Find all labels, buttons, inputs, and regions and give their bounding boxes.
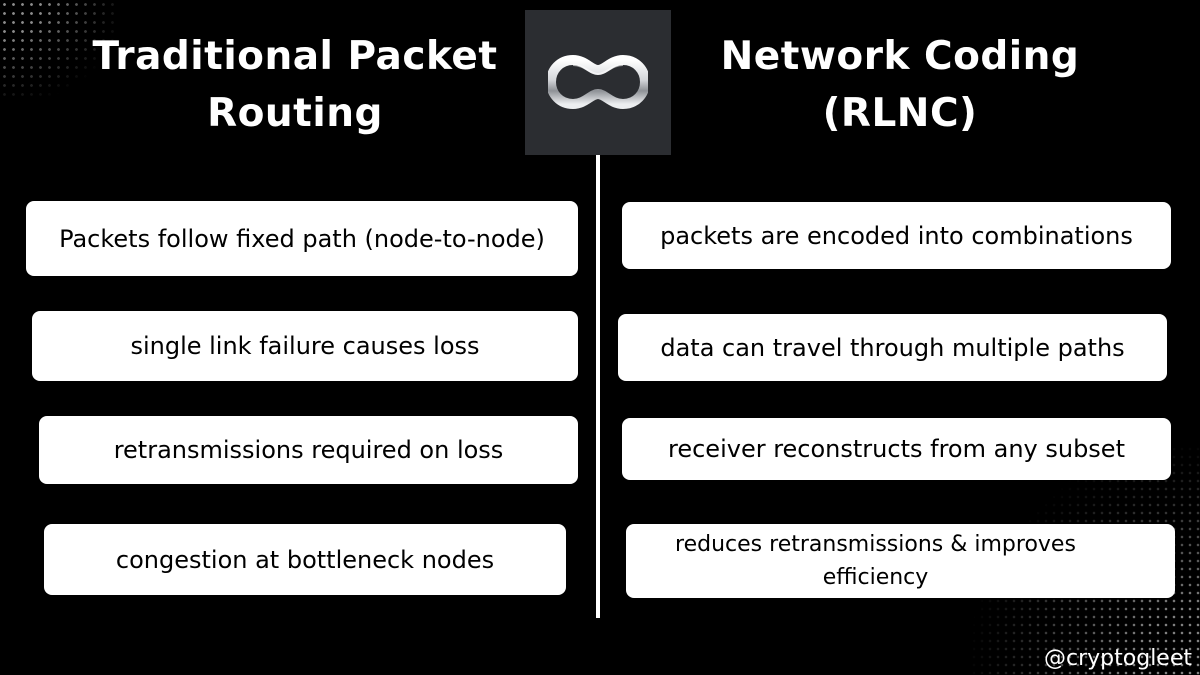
left-item-2: single link failure causes loss xyxy=(32,311,578,381)
logo xyxy=(525,10,671,155)
left-title-line2: Routing xyxy=(207,91,383,136)
right-column-title: Network Coding (RLNC) xyxy=(670,28,1130,142)
left-item-1: Packets follow fixed path (node-to-node) xyxy=(26,201,578,276)
right-title-line2: (RLNC) xyxy=(822,91,978,136)
left-item-4: congestion at bottleneck nodes xyxy=(44,524,566,595)
left-title-line1: Traditional Packet xyxy=(92,34,498,79)
right-item-3-text: receiver reconstructs from any subset xyxy=(668,435,1125,463)
left-item-3-text: retransmissions required on loss xyxy=(113,436,504,464)
right-item-2: data can travel through multiple paths xyxy=(618,314,1167,381)
right-title-line1: Network Coding xyxy=(720,34,1080,79)
right-item-4: reduces retransmissions & improves effic… xyxy=(626,524,1175,598)
left-item-3: retransmissions required on loss xyxy=(39,416,578,484)
right-item-1-text: packets are encoded into combinations xyxy=(660,221,1133,250)
right-item-2-text: data can travel through multiple paths xyxy=(660,333,1125,362)
right-item-3: receiver reconstructs from any subset xyxy=(622,418,1171,480)
left-item-4-text: congestion at bottleneck nodes xyxy=(115,545,495,574)
column-divider xyxy=(596,155,600,618)
right-item-1: packets are encoded into combinations xyxy=(622,202,1171,269)
infinity-loop-icon xyxy=(548,54,648,110)
author-handle: @cryptogleet xyxy=(1044,646,1192,671)
left-column-title: Traditional Packet Routing xyxy=(60,28,530,142)
left-item-1-text: Packets follow fixed path (node-to-node) xyxy=(59,224,545,253)
right-item-4-text: reduces retransmissions & improves effic… xyxy=(675,532,1076,590)
left-item-2-text: single link failure causes loss xyxy=(130,332,480,360)
